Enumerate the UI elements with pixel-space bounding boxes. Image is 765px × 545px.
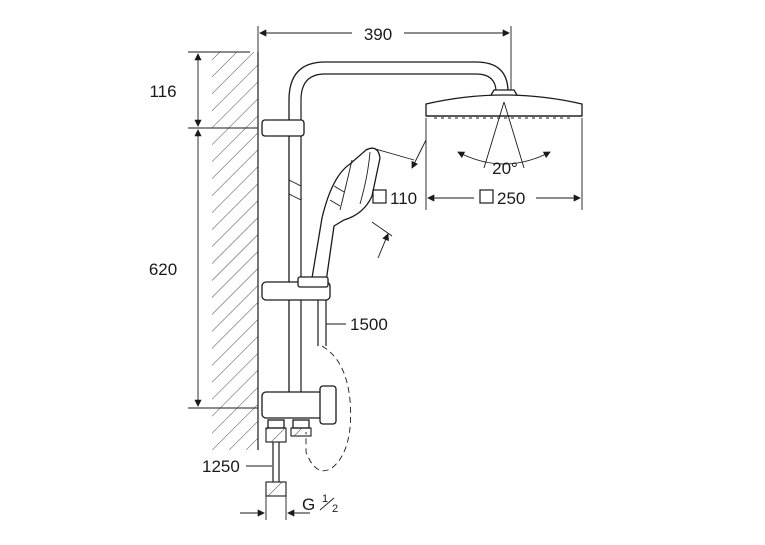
hand-size-label: 110 (390, 189, 417, 208)
hose-length-label: 1500 (350, 315, 388, 334)
angle-label: 20° (492, 159, 518, 178)
wall (212, 52, 259, 450)
dimension-arm-reach: 390 (257, 22, 512, 90)
dimension-thread: G 1 2 (240, 493, 338, 520)
top-height-label: 116 (149, 82, 176, 101)
square-symbol-icon (372, 189, 387, 204)
thread-den-label: 2 (332, 503, 338, 515)
inlet-connectors (265, 419, 312, 497)
arm-reach-label: 390 (364, 25, 392, 44)
square-symbol-icon (479, 189, 494, 204)
hose: 1500 (305, 300, 388, 472)
spray-angle: 20° (457, 101, 551, 178)
riser-pipe (288, 61, 509, 395)
dimension-head-size: 250 (425, 118, 583, 210)
head-shower (425, 89, 583, 119)
dimension-top-height: 116 (149, 51, 258, 129)
dimension-bottom-hose: 1250 (202, 457, 272, 476)
dimension-bar-length: 620 (149, 129, 258, 409)
thread-g-label: G (302, 495, 315, 514)
bottom-hose-label: 1250 (202, 457, 240, 476)
thermostat-body (261, 385, 337, 425)
hand-shower-holder (261, 276, 331, 301)
thread-num-label: 1 (322, 493, 328, 505)
upper-wall-bracket (261, 119, 305, 137)
hand-shower (311, 147, 381, 283)
dimension-hand-size: 110 (371, 139, 427, 259)
bar-length-label: 620 (149, 260, 177, 279)
head-size-label: 250 (497, 189, 525, 208)
